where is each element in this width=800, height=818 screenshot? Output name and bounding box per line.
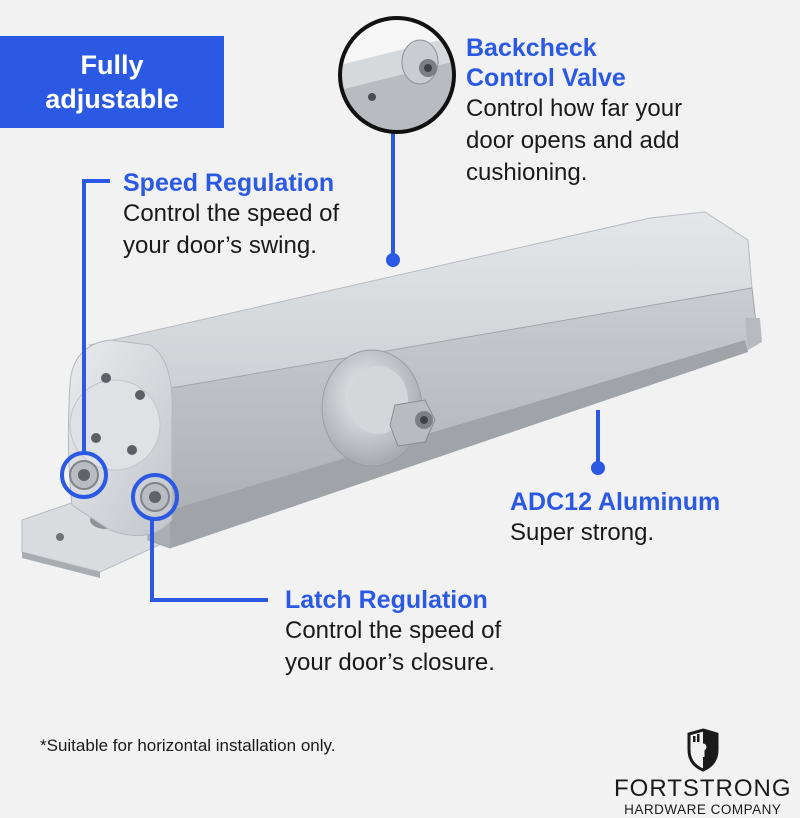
brand-name: FORTSTRONG [614,775,792,802]
latch-title: Latch Regulation [285,586,488,614]
aluminum-title: ADC12 Aluminum [510,488,721,516]
aluminum-callout: ADC12 Aluminum Super strong. [510,487,720,549]
speed-highlight-ring [60,451,108,499]
backcheck-title-line-1: Backcheck [466,34,597,62]
backcheck-inset [338,16,456,134]
latch-callout-line [150,519,268,602]
fully-adjustable-badge: Fully adjustable [0,36,224,128]
latch-regulation-callout: Latch Regulation Control the speed of yo… [285,585,501,679]
backcheck-title-line-2: Control Valve [466,64,626,92]
speed-desc-line-1: Control the speed of [123,200,340,227]
backcheck-callout: Backcheck Control Valve Control how far … [466,33,682,189]
brand-logo: FORTSTRONG HARDWARE COMPANY [614,728,792,818]
backcheck-desc-line-1: Control how far your [466,95,683,122]
closer-body [88,211,762,549]
brand-subtitle: HARDWARE COMPANY [624,802,782,817]
speed-regulation-callout: Speed Regulation Control the speed of yo… [123,168,339,262]
badge-line-1: Fully [80,50,144,80]
speed-title: Speed Regulation [123,169,335,197]
latch-regulation-screw [140,482,170,512]
shield-lock-icon [687,728,719,772]
backcheck-desc-line-3: cushioning. [466,159,588,186]
speed-desc-line-2: your door’s swing. [123,232,317,259]
latch-desc-line-1: Control the speed of [285,617,502,644]
speed-regulation-screw [69,460,99,490]
badge-line-2: adjustable [45,84,179,114]
aluminum-desc: Super strong. [510,519,655,546]
installation-footnote: *Suitable for horizontal installation on… [40,736,336,755]
backcheck-callout-line [386,132,400,267]
aluminum-callout-line [591,410,605,475]
door-closer-illustration [21,16,762,602]
backcheck-desc-line-2: door opens and add [466,127,680,154]
latch-highlight-ring [131,473,179,521]
pinion-boss [321,349,436,467]
speed-callout-line [82,179,110,452]
latch-desc-line-2: your door’s closure. [285,649,495,676]
